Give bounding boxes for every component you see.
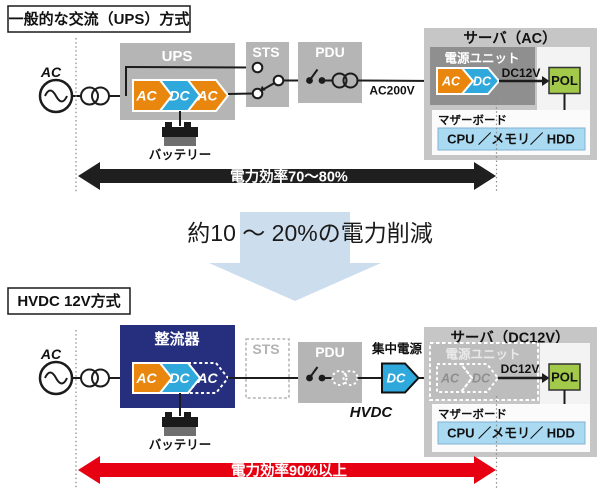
hvdc-label: HVDC [350,404,394,421]
pol-box [548,66,581,95]
svg-text:DC: DC [473,75,492,89]
breaker-switch-icon [306,68,326,84]
wire [227,92,253,95]
sts-label: STS [252,44,279,60]
components-label: CPU ／メモリ／ HDD [447,132,575,147]
hvdc-scheme-title-box [7,287,131,315]
psu-dc-chevron [459,67,501,95]
ups-scheme-title: 一般的な交流（UPS）方式 [9,10,190,28]
psu-label-ghost: 電源ユニット [445,347,520,362]
sts-box-ghost [245,338,290,399]
ac-source-icon: AC [38,64,74,114]
efficiency-arrow-top [78,162,496,190]
rectifier-label: 整流器 [154,330,200,348]
ac-stage-chevron [185,79,230,112]
svg-text:DC: DC [169,370,190,386]
efficiency-label-bottom: 電力効率90%以上 [231,462,348,480]
dc-bus-label: DC [387,371,406,386]
motherboard-label: マザーボード [438,407,507,421]
pdu-label: PDU [315,44,345,60]
panel-hvdc-scheme: HVDC 12V方式 AC 整流器 AC DC AC [7,287,597,488]
components-box [437,127,586,151]
sts-label-ghost: STS [252,341,279,357]
server-ac-box: サーバ（AC） 電源ユニット AC DC DC12V POL マザーボード CP… [424,28,597,160]
server-ac-title: サーバ（AC） [463,29,556,47]
svg-text:AC: AC [196,370,218,386]
battery-label: バッテリー [149,148,212,162]
dc12v-label: DC12V [501,362,540,376]
rectifier-conversion-stages: AC DC AC [132,362,230,394]
components-label: CPU ／メモリ／ HDD [447,426,575,441]
server-dc12v-box: サーバ（DC12V） 電源ユニット AC DC DC12V POL マザーボード… [424,327,597,457]
ups-scheme-title-box [7,5,191,33]
transition-section: 約10 ～ 20%の電力削減 [187,212,433,301]
wire [357,79,438,82]
down-arrow-icon [209,212,381,301]
svg-text:AC: AC [440,372,460,386]
ac-source-label: AC [40,346,62,362]
ac-source-label: AC [40,64,62,80]
efficiency-arrow-bottom [78,456,496,484]
arrowhead [542,76,550,86]
battery-icon [162,122,198,146]
sine-wave-icon [44,89,68,103]
svg-text:AC: AC [441,75,461,89]
dc12v-label: DC12V [502,66,541,80]
ac-stage-chevron-ghost [185,362,230,394]
hvdc-scheme-title: HVDC 12V方式 [17,292,120,310]
transformer-icon [80,368,110,388]
bypass-wire [125,65,253,96]
central-power-label: 集中電源 [371,341,423,356]
svg-text:AC: AC [135,88,157,104]
battery-label: バッテリー [149,438,212,452]
svg-text:DC: DC [472,372,491,386]
svg-text:AC: AC [196,88,218,104]
arrowhead [542,373,550,383]
psu-dc-chevron-ghost [458,363,500,393]
ups-conversion-stages: AC DC AC [132,79,230,112]
components-box [437,421,586,445]
panel-ups-scheme: 一般的な交流（UPS）方式 AC UPS AC DC AC [7,5,597,192]
pdu-box [298,42,362,103]
pdu-box [298,342,362,403]
motherboard-label: マザーボード [438,113,507,127]
pol-label: POL [551,370,578,385]
svg-text:AC: AC [135,370,157,386]
svg-text:DC: DC [169,88,190,104]
transfer-switch-icon [251,61,285,100]
ups-label: UPS [162,48,193,65]
battery-icon [162,412,198,436]
psu-label: 電源ユニット [444,51,519,66]
dc-bus-chevron [381,362,420,394]
ac-source-icon: AC [38,346,74,396]
breaker-switch-icon [306,366,326,382]
pdu-label: PDU [315,344,345,360]
sine-wave-icon [44,371,68,385]
pol-label: POL [551,73,578,88]
psu-box-ghost [429,342,539,401]
power-saving-label: 約10 ～ 20%の電力削減 [187,220,432,246]
line-voltage-label: AC200V [369,84,414,98]
efficiency-label-top: 電力効率70～80% [230,168,348,186]
transformer-icon [80,86,110,106]
